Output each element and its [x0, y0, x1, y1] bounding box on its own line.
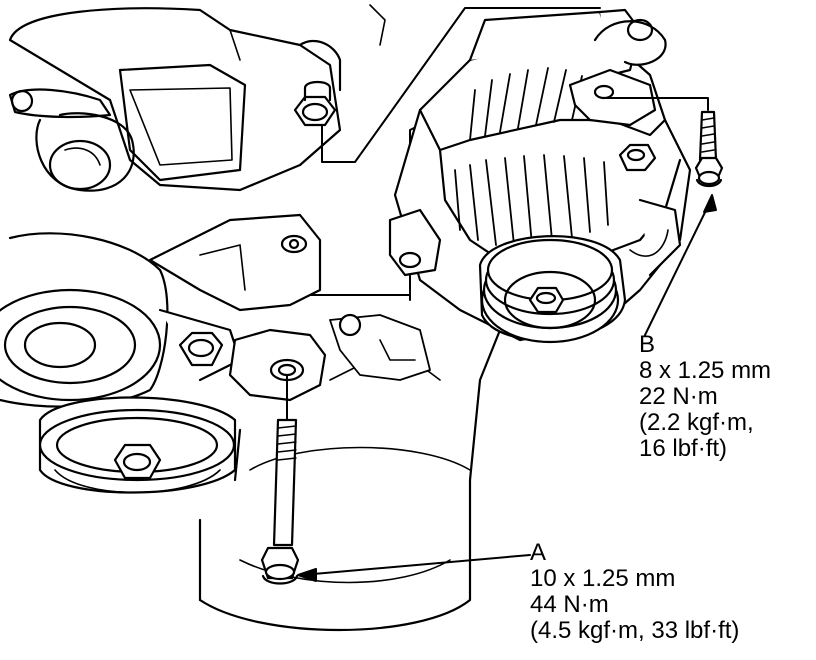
bracket-bolt-upper [293, 80, 337, 127]
leader-arrow-b [644, 194, 717, 336]
callout-a: A 10 x 1.25 mm 44 N·m (4.5 kgf·m, 33 lbf… [530, 540, 739, 644]
callout-b: B 8 x 1.25 mm 22 N·m (2.2 kgf·m, 16 lbf·… [639, 332, 771, 462]
callout-b-torque-lbfft: 16 lbf·ft) [639, 435, 728, 462]
callout-b-torque-nm: 22 N·m [639, 383, 718, 410]
callout-b-torque-kgfm: (2.2 kgf·m, [639, 409, 754, 436]
alternator-mount-bracket [148, 213, 431, 381]
callout-b-size: 8 x 1.25 mm [639, 357, 772, 384]
callout-b-letter: B [639, 331, 656, 358]
tensioner-arm [178, 328, 327, 402]
belt-tensioner-assembly [0, 232, 242, 408]
leader-arrow-a [297, 554, 531, 582]
alternator-pulley [478, 235, 627, 344]
callout-a-torque-nm: 44 N·m [530, 591, 609, 618]
bolt-b [603, 97, 724, 188]
callout-a-size: 10 x 1.25 mm [530, 565, 676, 592]
engine-bracket-upper-left [8, 4, 386, 192]
callout-a-torque-full: (4.5 kgf·m, 33 lbf·ft) [530, 617, 740, 644]
bolt-a [260, 374, 300, 585]
callout-a-letter: A [530, 539, 547, 566]
idler-pulley-lower [38, 396, 237, 494]
